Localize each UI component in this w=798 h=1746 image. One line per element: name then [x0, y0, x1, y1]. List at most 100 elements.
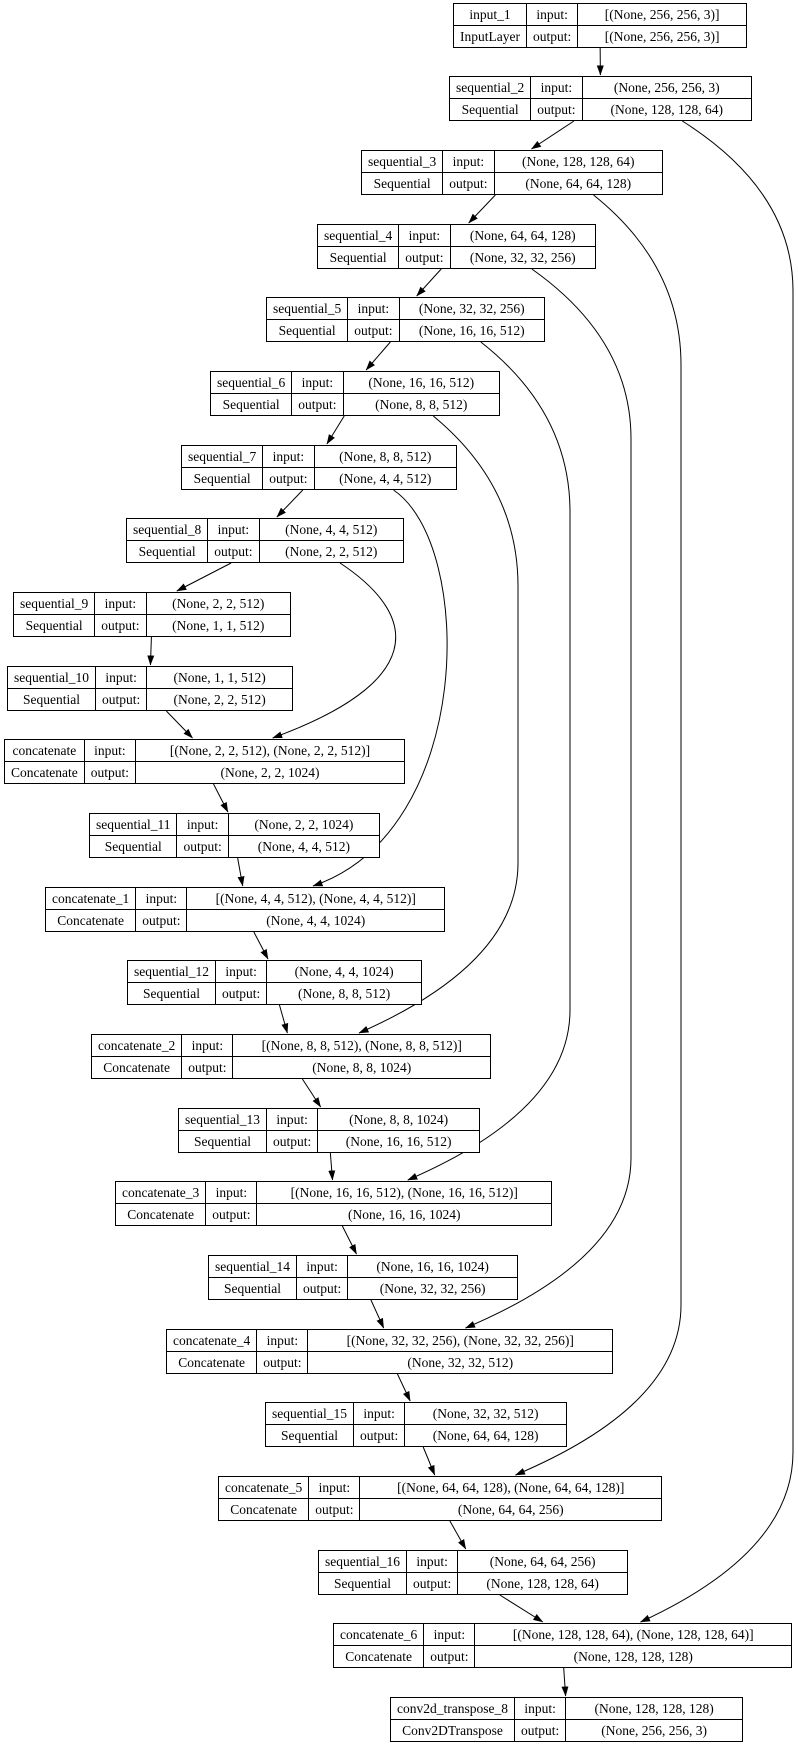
- layer-type-cell: Sequential: [360, 172, 444, 195]
- output-shape-cell: [(None, 256, 256, 3)]: [577, 25, 747, 48]
- input-shape-cell: [(None, 32, 32, 256), (None, 32, 32, 256…: [307, 1329, 613, 1352]
- input-shape-cell: (None, 2, 2, 512): [145, 592, 291, 615]
- input-shape-cell: (None, 64, 64, 128): [449, 224, 596, 247]
- input-label-cell: input:: [423, 1623, 476, 1646]
- layer-name-cell: input_1: [453, 3, 527, 26]
- output-label-cell: output:: [214, 982, 268, 1005]
- layer-type-cell: Concatenate: [332, 1645, 425, 1668]
- layer-type-cell: Sequential: [208, 1277, 297, 1300]
- input-label-cell: input:: [262, 445, 315, 468]
- output-label-cell: output:: [265, 1130, 319, 1153]
- input-label-cell: input:: [398, 224, 451, 247]
- output-label-cell: output:: [423, 1645, 476, 1668]
- input-label-cell: input:: [207, 518, 260, 541]
- layer-name-cell: sequential_4: [316, 224, 400, 247]
- edge-concatenate_3-to-sequential_14: [341, 1225, 357, 1255]
- output-shape-cell: (None, 32, 32, 256): [347, 1277, 518, 1300]
- output-label-cell: output:: [205, 1203, 258, 1226]
- output-label-cell: output:: [398, 246, 451, 269]
- edge-sequential_12-to-concatenate_2: [278, 1004, 289, 1034]
- node-sequential_6: sequential_6 input: (None, 16, 16, 512) …: [209, 371, 500, 416]
- skip-edge-sequential_8-to-concatenate: [272, 562, 397, 739]
- layer-type-cell: Sequential: [125, 540, 209, 563]
- layer-type-cell: Concatenate: [165, 1351, 258, 1374]
- input-label-cell: input:: [291, 371, 344, 394]
- input-shape-cell: [(None, 8, 8, 512), (None, 8, 8, 512)]: [232, 1034, 491, 1057]
- output-shape-cell: (None, 1, 1, 512): [145, 614, 291, 637]
- input-shape-cell: [(None, 2, 2, 512), (None, 2, 2, 512)]: [134, 739, 406, 762]
- input-label-cell: input:: [135, 887, 188, 910]
- layer-type-cell: Sequential: [316, 246, 400, 269]
- edge-sequential_5-to-sequential_6: [365, 341, 391, 371]
- input-label-cell: input:: [442, 150, 495, 173]
- layer-name-cell: conv2d_transpose_8: [390, 1697, 515, 1720]
- layer-name-cell: sequential_7: [180, 445, 264, 468]
- edge-concatenate_5-to-sequential_16: [449, 1520, 467, 1550]
- output-shape-cell: (None, 128, 128, 64): [581, 98, 752, 121]
- input-label-cell: input:: [94, 592, 147, 615]
- node-input_1: input_1 input: [(None, 256, 256, 3)] Inp…: [453, 3, 747, 48]
- edge-sequential_16-to-concatenate_6: [499, 1594, 544, 1623]
- node-sequential_4: sequential_4 input: (None, 64, 64, 128) …: [316, 224, 596, 269]
- output-shape-cell: (None, 4, 4, 512): [227, 835, 381, 858]
- input-shape-cell: [(None, 4, 4, 512), (None, 4, 4, 512)]: [186, 887, 445, 910]
- layer-name-cell: concatenate_2: [90, 1034, 183, 1057]
- layer-type-cell: Concatenate: [114, 1203, 207, 1226]
- output-label-cell: output:: [291, 393, 344, 416]
- edge-sequential_11-to-concatenate_1: [237, 857, 245, 887]
- layer-type-cell: Sequential: [178, 1130, 267, 1153]
- output-label-cell: output:: [405, 1572, 459, 1595]
- edge-concatenate_2-to-sequential_13: [301, 1078, 322, 1108]
- input-label-cell: input:: [347, 297, 400, 320]
- node-sequential_8: sequential_8 input: (None, 4, 4, 512) Se…: [125, 518, 404, 563]
- node-sequential_5: sequential_5 input: (None, 32, 32, 256) …: [265, 297, 545, 342]
- output-label-cell: output:: [295, 1277, 349, 1300]
- output-shape-cell: (None, 2, 2, 1024): [134, 761, 406, 784]
- input-shape-cell: (None, 128, 128, 64): [493, 150, 663, 173]
- input-shape-cell: [(None, 64, 64, 128), (None, 64, 64, 128…: [359, 1476, 662, 1499]
- output-shape-cell: (None, 4, 4, 512): [313, 467, 457, 490]
- node-sequential_16: sequential_16 input: (None, 64, 64, 256)…: [318, 1550, 628, 1595]
- input-shape-cell: (None, 32, 32, 256): [398, 297, 545, 320]
- input-shape-cell: (None, 1, 1, 512): [146, 666, 293, 689]
- layer-type-cell: Concatenate: [217, 1498, 310, 1521]
- output-shape-cell: (None, 64, 64, 128): [404, 1424, 567, 1447]
- input-shape-cell: (None, 128, 128, 128): [565, 1697, 743, 1720]
- input-label-cell: input:: [295, 1255, 349, 1278]
- input-shape-cell: (None, 8, 8, 1024): [317, 1108, 480, 1131]
- output-shape-cell: (None, 16, 16, 512): [398, 319, 545, 342]
- input-shape-cell: [(None, 128, 128, 64), (None, 128, 128, …: [474, 1623, 792, 1646]
- node-conv2d_transpose_8: conv2d_transpose_8 input: (None, 128, 12…: [390, 1697, 743, 1742]
- output-shape-cell: (None, 2, 2, 512): [146, 688, 293, 711]
- skip-edge-sequential_5-to-concatenate_3: [407, 341, 571, 1181]
- edge-sequential_6-to-sequential_7: [326, 415, 345, 445]
- node-concatenate_3: concatenate_3 input: [(None, 16, 16, 512…: [114, 1181, 552, 1226]
- layer-name-cell: concatenate_5: [217, 1476, 310, 1499]
- input-shape-cell: (None, 8, 8, 512): [313, 445, 457, 468]
- skip-edge-sequential_6-to-concatenate_2: [358, 415, 519, 1034]
- node-concatenate_6: concatenate_6 input: [(None, 128, 128, 6…: [332, 1623, 792, 1668]
- output-label-cell: output:: [94, 688, 148, 711]
- edge-sequential_7-to-sequential_8: [276, 489, 304, 518]
- input-label-cell: input:: [308, 1476, 361, 1499]
- output-label-cell: output:: [176, 835, 229, 858]
- layer-type-cell: Concatenate: [4, 761, 85, 784]
- input-shape-cell: (None, 64, 64, 256): [457, 1550, 628, 1573]
- input-label-cell: input:: [256, 1329, 309, 1352]
- output-shape-cell: (None, 16, 16, 512): [317, 1130, 480, 1153]
- output-shape-cell: (None, 8, 8, 512): [342, 393, 500, 416]
- node-sequential_12: sequential_12 input: (None, 4, 4, 1024) …: [127, 960, 422, 1005]
- skip-edge-sequential_2-to-concatenate_6: [640, 120, 794, 1623]
- output-shape-cell: (None, 256, 256, 3): [565, 1719, 743, 1742]
- output-label-cell: output:: [83, 761, 136, 784]
- edge-sequential_4-to-sequential_5: [416, 268, 442, 297]
- output-shape-cell: (None, 128, 128, 128): [474, 1645, 792, 1668]
- output-label-cell: output:: [256, 1351, 309, 1374]
- edge-sequential_14-to-concatenate_4: [370, 1299, 385, 1329]
- input-shape-cell: (None, 2, 2, 1024): [227, 813, 381, 836]
- node-sequential_11: sequential_11 input: (None, 2, 2, 1024) …: [88, 813, 381, 858]
- edge-sequential_15-to-concatenate_5: [422, 1446, 436, 1476]
- layer-name-cell: sequential_14: [208, 1255, 297, 1278]
- layer-type-cell: Concatenate: [44, 909, 137, 932]
- input-shape-cell: (None, 256, 256, 3): [581, 76, 752, 99]
